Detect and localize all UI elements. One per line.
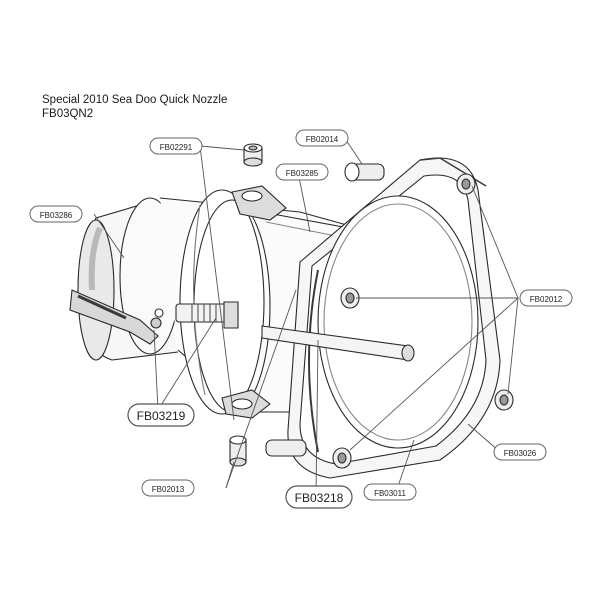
threaded-pin: [175, 301, 239, 329]
callouts: FB02291 FB02014 FB03285 FB03286 FB02012 …: [29, 129, 573, 509]
callout-label: FB02291: [160, 143, 193, 152]
diagram-title: Special 2010 Sea Doo Quick Nozzle FB03QN…: [42, 93, 227, 121]
callout-fb03285: FB03285: [275, 163, 329, 181]
callout-label: FB03218: [295, 491, 344, 505]
callout-label: FB02012: [530, 295, 563, 304]
title-line-1: Special 2010 Sea Doo Quick Nozzle: [42, 94, 228, 106]
right-top-bolt: [456, 173, 476, 195]
callout-label: FB03011: [374, 489, 406, 498]
callout-fb03218: FB03218: [285, 485, 353, 509]
callout-fb03011: FB03011: [363, 483, 417, 501]
title-line-2: FB03QN2: [42, 108, 94, 120]
callout-label: FB02014: [306, 135, 339, 144]
callout-fb02014: FB02014: [295, 129, 349, 147]
top-bushing: [243, 143, 263, 167]
callout-fb03286: FB03286: [29, 205, 83, 223]
top-bolt: [344, 162, 385, 182]
callout-label: FB03026: [504, 449, 537, 458]
plate-bolts: [265, 162, 514, 469]
callout-fb02013: FB02013: [141, 479, 195, 497]
long-rod: [261, 325, 415, 362]
callout-fb03219: FB03219: [127, 403, 195, 427]
nozzle-drawing: [69, 143, 514, 479]
callout-label: FB03286: [40, 211, 73, 220]
bottom-bolt: [265, 439, 352, 469]
callout-label: FB03219: [137, 409, 186, 423]
lower-right-bolt: [494, 389, 514, 411]
nozzle-cone: [69, 197, 181, 361]
callout-fb02291: FB02291: [149, 137, 203, 155]
callout-label: FB02013: [152, 485, 185, 494]
top-pivot-bracket: [231, 185, 287, 221]
callout-fb03026: FB03026: [493, 443, 547, 461]
mounting-plate: [287, 157, 501, 479]
bottom-bushing: [229, 435, 247, 467]
callout-label: FB03285: [286, 169, 319, 178]
callout-fb02012: FB02012: [519, 289, 573, 307]
leader-lines: [93, 139, 519, 495]
